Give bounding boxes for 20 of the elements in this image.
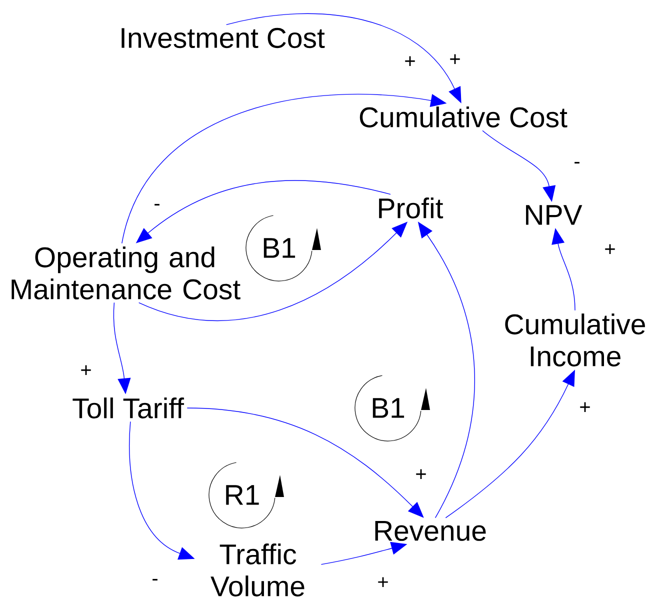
- polarity-sign: +: [448, 53, 462, 67]
- polarity-sign: +: [578, 401, 592, 415]
- variable-label: Operating and Maintenance Cost: [12, 246, 240, 300]
- polarity-sign: +: [79, 364, 93, 378]
- polarity-sign: -: [150, 578, 160, 586]
- variable-label: Cumulative Income: [505, 314, 645, 366]
- variable-label: Traffic Volume: [210, 544, 304, 596]
- polarity-sign: -: [152, 202, 162, 212]
- polarity-sign: +: [403, 55, 417, 69]
- variable-label: Investment Cost: [122, 28, 325, 48]
- variable-label: Revenue: [375, 521, 486, 541]
- variable-label: NPV: [526, 205, 582, 225]
- variable-label: Toll Tariff: [72, 398, 184, 418]
- variable-label: Profit: [379, 198, 444, 218]
- polarity-sign: +: [414, 468, 428, 482]
- polarity-sign: +: [376, 576, 390, 590]
- variable-label: Cumulative Cost: [360, 106, 568, 128]
- polarity-sign: +: [603, 243, 617, 257]
- polarity-sign: -: [572, 160, 582, 170]
- arrow: [186, 408, 424, 518]
